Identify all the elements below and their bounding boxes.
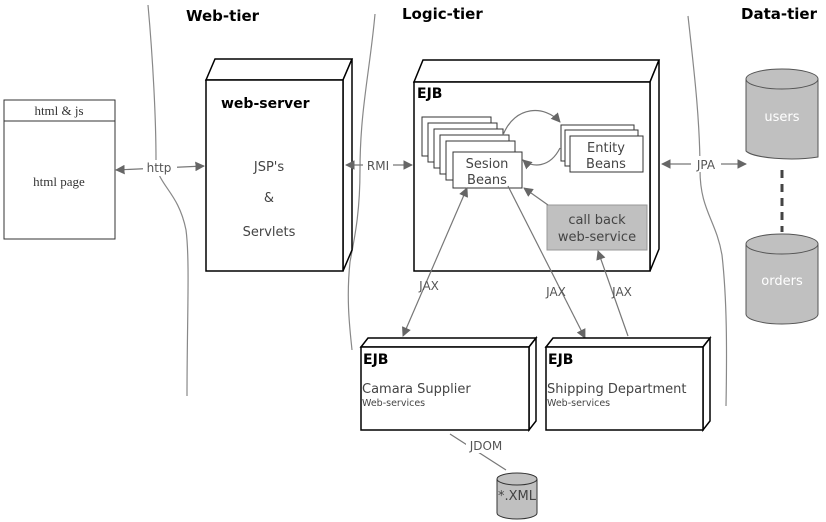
jax-left-label: JAX bbox=[418, 279, 439, 293]
http-label: http bbox=[147, 161, 172, 175]
orders-label: orders bbox=[761, 274, 803, 289]
shipping-department-box: EJB Shipping Department Web-services bbox=[544, 335, 712, 433]
web-server-title: web-server bbox=[221, 96, 310, 112]
web-server-line2: & bbox=[264, 191, 274, 206]
session-beans-stack: Sesion Beans bbox=[421, 116, 523, 189]
camera-ejb-title: EJB bbox=[363, 352, 388, 368]
camera-sub: Web-services bbox=[362, 398, 425, 409]
entity-beans-line2: Beans bbox=[586, 157, 626, 172]
jax-callback-connector bbox=[596, 250, 629, 337]
client-body: html page bbox=[33, 174, 85, 189]
jpa-label: JPA bbox=[696, 158, 716, 172]
jax-mid-label: JAX bbox=[545, 285, 566, 299]
jax-shipping-connector bbox=[507, 185, 586, 339]
rmi-label: RMI bbox=[367, 159, 389, 173]
orders-database: orders bbox=[745, 233, 819, 325]
shipping-name: Shipping Department bbox=[547, 382, 687, 397]
xml-label: *.XML bbox=[498, 489, 537, 504]
session-beans-line1: Sesion bbox=[466, 157, 509, 172]
jax-camera-connector bbox=[402, 187, 468, 337]
web-server-line1: JSP's bbox=[253, 160, 284, 175]
divider-web-logic bbox=[347, 13, 376, 351]
client-box: html & js html page bbox=[3, 99, 116, 240]
callback-line1: call back bbox=[568, 213, 626, 228]
callback-to-session-arrow bbox=[523, 187, 549, 206]
jdom-label: JDOM bbox=[469, 439, 503, 453]
camera-supplier-box: EJB Camara Supplier Web-services bbox=[359, 335, 538, 433]
session-beans-line2: Beans bbox=[467, 173, 507, 188]
ejb-main-title: EJB bbox=[417, 86, 442, 102]
users-label: users bbox=[764, 110, 799, 125]
entity-beans-line1: Entity bbox=[587, 141, 625, 156]
web-tier-label: Web-tier bbox=[186, 7, 260, 25]
shipping-sub: Web-services bbox=[547, 398, 610, 409]
callback-line2: web-service bbox=[558, 230, 636, 245]
client-header: html & js bbox=[34, 103, 83, 118]
shipping-ejb-title: EJB bbox=[548, 352, 573, 368]
camera-name: Camara Supplier bbox=[362, 382, 471, 397]
divider-client-web bbox=[147, 4, 189, 397]
xml-database: *.XML bbox=[496, 472, 538, 520]
divider-logic-data bbox=[687, 15, 728, 407]
session-to-entity-arrow bbox=[502, 109, 561, 136]
web-server-box: web-server JSP's & Servlets bbox=[204, 58, 354, 272]
jax-right-label: JAX bbox=[611, 285, 632, 299]
callback-web-service: call back web-service bbox=[546, 204, 648, 251]
entity-to-session-arrow bbox=[522, 147, 561, 170]
users-database: users bbox=[745, 68, 819, 160]
logic-tier-label: Logic-tier bbox=[402, 5, 483, 23]
web-server-line3: Servlets bbox=[243, 225, 296, 240]
entity-beans-stack: Entity Beans bbox=[560, 124, 644, 173]
data-tier-label: Data-tier bbox=[741, 5, 818, 23]
